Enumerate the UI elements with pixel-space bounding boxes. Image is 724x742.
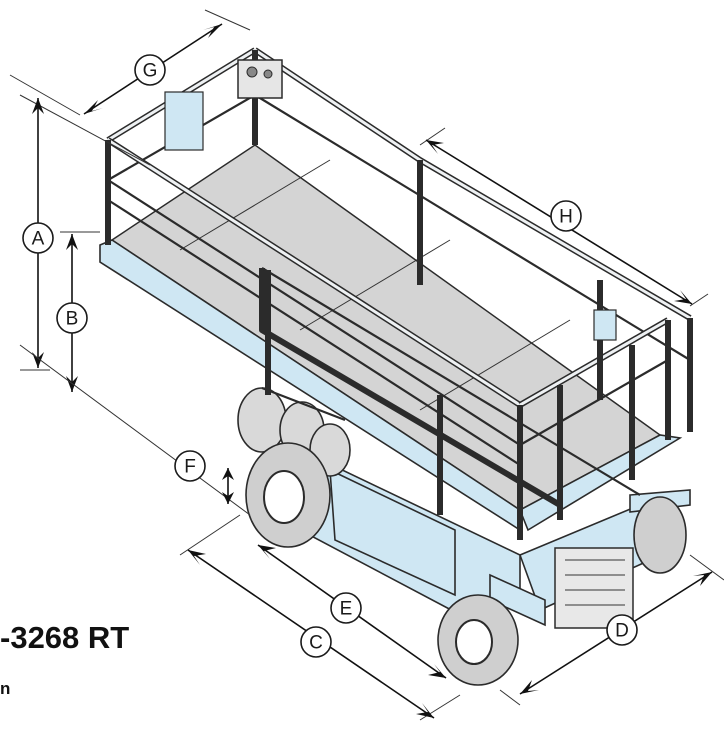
dimension-f: F bbox=[174, 450, 234, 504]
dimension-e: E bbox=[257, 544, 447, 679]
label-e: E bbox=[340, 599, 353, 620]
control-console bbox=[237, 59, 283, 99]
model-subtitle: n bbox=[0, 679, 11, 698]
dimension-b: B bbox=[56, 231, 100, 392]
ground-extension-line bbox=[19, 344, 251, 516]
dimension-c: C bbox=[179, 514, 461, 721]
label-c: C bbox=[309, 633, 323, 654]
dimension-d: D bbox=[499, 554, 724, 706]
front-right-wheel bbox=[633, 496, 687, 574]
label-g: G bbox=[143, 61, 158, 82]
label-a: A bbox=[32, 229, 45, 250]
rail-sign-panel bbox=[593, 309, 617, 341]
model-title: -3268 RT bbox=[0, 620, 130, 655]
label-d: D bbox=[615, 621, 629, 642]
label-b: B bbox=[66, 309, 79, 330]
guard-rails bbox=[105, 47, 693, 540]
label-h: H bbox=[559, 207, 573, 228]
rail-sign-panel bbox=[164, 91, 204, 151]
dimension-h: H bbox=[419, 127, 709, 307]
dimension-g: G bbox=[9, 9, 251, 116]
label-f: F bbox=[184, 457, 196, 478]
wheels bbox=[245, 442, 687, 686]
